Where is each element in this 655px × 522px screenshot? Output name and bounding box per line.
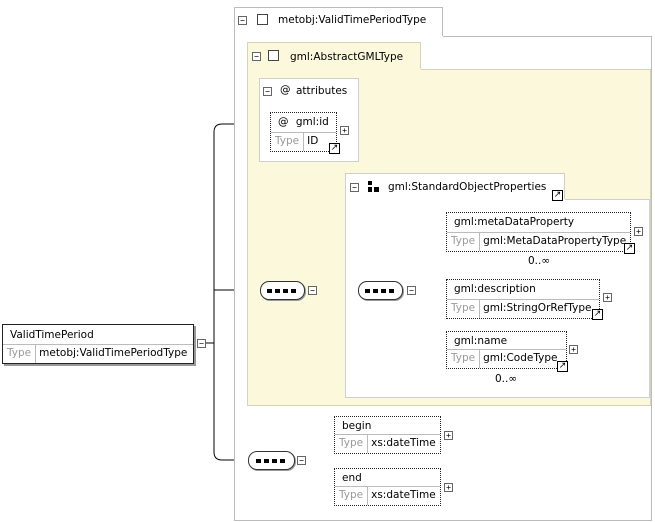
sequence-compositor[interactable] (248, 451, 295, 470)
element-name: begin (342, 420, 372, 432)
collapse-icon[interactable]: − (197, 339, 206, 348)
link-icon[interactable]: ↗ (552, 190, 563, 201)
collapse-icon[interactable]: − (297, 456, 306, 465)
type-label: Type (271, 133, 305, 151)
link-icon[interactable]: ↗ (592, 309, 603, 320)
cardinality-label: 0..∞ (495, 373, 518, 385)
complex-type-title: metobj:ValidTimePeriodType (278, 14, 427, 26)
link-icon[interactable]: ↗ (624, 243, 635, 254)
sequence-compositor[interactable] (358, 281, 403, 300)
abstract-type-title: gml:AbstractGMLType (290, 51, 404, 63)
type-label: Type (447, 300, 481, 318)
type-value: metobj:ValidTimePeriodType (39, 347, 188, 359)
element-description[interactable]: gml:description Type gml:StringOrRefType (446, 279, 600, 319)
link-icon[interactable]: ↗ (329, 143, 340, 154)
group-ref-panel-topline (565, 199, 649, 200)
cardinality-label: 0..∞ (528, 255, 551, 267)
type-row: Type metobj:ValidTimePeriodType (3, 344, 193, 363)
attribute-gml-id[interactable]: @ gml:id Type ID (270, 112, 337, 152)
expand-icon[interactable]: + (569, 345, 578, 354)
expand-icon[interactable]: + (634, 227, 643, 236)
type-value: xs:dateTime (371, 437, 436, 449)
type-value: gml:CodeType (483, 352, 558, 364)
expand-icon[interactable]: + (444, 483, 453, 492)
collapse-icon[interactable]: − (238, 16, 247, 25)
complex-type-icon (257, 14, 268, 25)
type-label: Type (447, 233, 481, 251)
complex-type-panel-topline (443, 36, 651, 37)
type-value: ID (307, 135, 319, 147)
sequence-compositor[interactable] (260, 281, 305, 300)
group-ref-title: gml:StandardObjectProperties (388, 181, 547, 193)
complex-type-tab (234, 7, 443, 37)
element-metadata-property[interactable]: gml:metaDataProperty Type gml:MetaDataPr… (446, 212, 631, 252)
element-end[interactable]: end Type xs:dateTime (334, 468, 441, 506)
collapse-icon[interactable]: − (263, 87, 272, 96)
collapse-icon[interactable]: − (407, 286, 416, 295)
type-label: Type (335, 435, 369, 453)
group-ref-tab (345, 173, 565, 200)
element-name: gml:metaDataProperty (454, 216, 575, 228)
type-value: gml:MetaDataPropertyType (483, 235, 627, 247)
collapse-icon[interactable]: − (308, 286, 317, 295)
type-label: Type (335, 487, 369, 505)
link-icon[interactable]: ↗ (557, 361, 568, 372)
collapse-icon[interactable]: − (350, 183, 359, 192)
element-name-gml[interactable]: gml:name Type gml:CodeType (446, 331, 567, 369)
abstract-type-icon (268, 50, 279, 61)
type-label: Type (3, 345, 37, 363)
type-row: Type gml:MetaDataPropertyType (447, 232, 630, 251)
collapse-icon[interactable]: − (252, 52, 261, 61)
element-name: gml:description (454, 283, 536, 295)
attributes-title: attributes (296, 85, 348, 97)
type-value: gml:StringOrRefType (483, 302, 592, 314)
type-row: Type xs:dateTime (335, 486, 440, 505)
type-value: xs:dateTime (371, 489, 436, 501)
attribute-icon: @ (280, 84, 291, 96)
element-begin[interactable]: begin Type xs:dateTime (334, 416, 441, 454)
expand-icon[interactable]: + (603, 293, 612, 302)
expand-icon[interactable]: + (340, 126, 349, 135)
root-element[interactable]: ValidTimePeriod Type metobj:ValidTimePer… (2, 324, 194, 364)
type-row: Type gml:StringOrRefType (447, 299, 599, 318)
attribute-icon: @ (278, 116, 289, 128)
element-name: end (342, 472, 362, 484)
group-icon (368, 181, 379, 192)
root-element-name: ValidTimePeriod (10, 329, 94, 341)
type-row: Type gml:CodeType (447, 349, 566, 368)
type-label: Type (447, 350, 481, 368)
type-row: Type ID (271, 132, 336, 151)
attribute-name: gml:id (295, 116, 329, 128)
type-row: Type xs:dateTime (335, 434, 440, 453)
element-name: gml:name (454, 335, 508, 347)
abstract-type-panel-topline (421, 69, 650, 70)
expand-icon[interactable]: + (444, 431, 453, 440)
